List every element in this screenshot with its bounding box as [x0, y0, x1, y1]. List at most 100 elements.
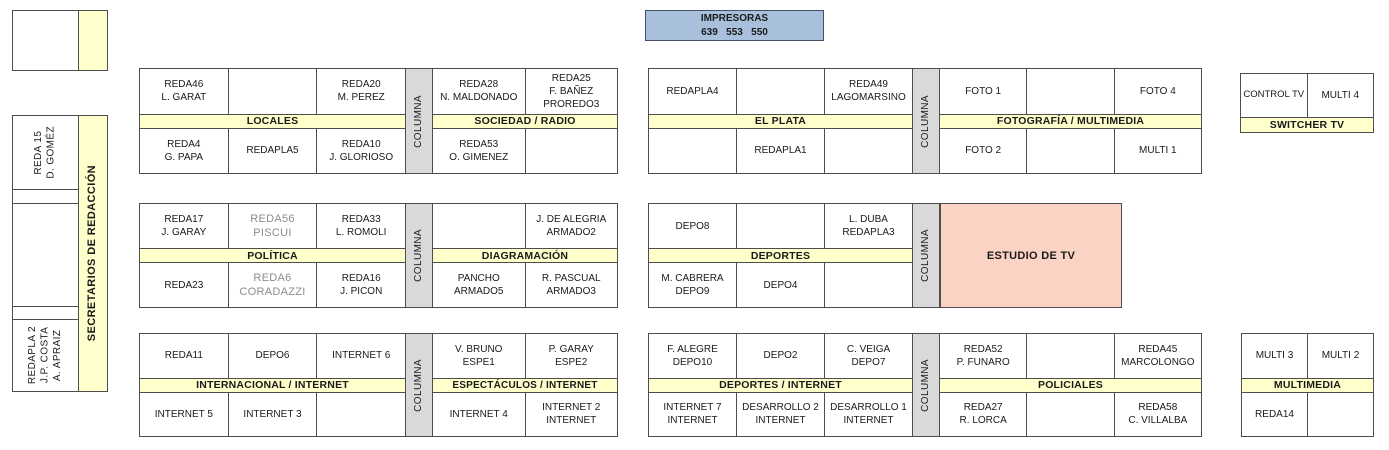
desk-row: REDA4 G. PAPA REDAPLA5 REDA10 J. GLORIOS…: [140, 128, 405, 173]
columna-label: COLUMNA: [919, 229, 931, 282]
desk-cell: [524, 128, 618, 173]
desk-cell: DEPO6: [227, 334, 317, 378]
desk-cell: [1026, 128, 1113, 173]
desk-cell: REDA45 MARCOLONGO: [1113, 334, 1201, 378]
block-locales: REDA46 L. GARAT REDA20 M. PEREZ LOCALES …: [139, 68, 406, 174]
desk-row: REDA17 J. GARAY REDA56 PISCUI REDA33 L. …: [140, 204, 405, 248]
desk-cell: J. DE ALEGRIA ARMADO2: [524, 204, 618, 248]
desk-label: REDAPLA 2 J.P. COSTA A. APRAIZ: [26, 326, 63, 385]
desk-row: M. CABRERA DEPO9 DEPO4: [649, 263, 912, 307]
desk-cell: DEPO4: [736, 263, 824, 307]
desk-cell: R. PASCUAL ARMADO3: [524, 263, 618, 307]
section-label: EL PLATA: [649, 113, 912, 129]
desk-cell: MULTI 1: [1113, 128, 1201, 173]
desk-cell: [1026, 334, 1113, 378]
empty-desk-box: [12, 203, 79, 307]
desk-cell: REDA6 CORADAZZI: [227, 263, 317, 307]
desk-cell: REDA 15 D. GOMÉZ: [12, 115, 79, 190]
desk-row: J. DE ALEGRIA ARMADO2: [433, 204, 617, 248]
desk-row: DEPO8 L. DUBA REDAPLA3: [649, 204, 912, 248]
desk-cell: [649, 129, 736, 174]
desk-cell: M. CABRERA DEPO9: [661, 273, 724, 297]
secretarios-label: SECRETARIOS DE REDACCIÓN: [86, 165, 99, 342]
block-multimedia: MULTI 3 MULTI 2 MULTIMEDIA REDA14: [1241, 333, 1374, 437]
block-diagramacion: J. DE ALEGRIA ARMADO2 DIAGRAMACIÓN PANCH…: [432, 203, 618, 308]
block-politica: REDA17 J. GARAY REDA56 PISCUI REDA33 L. …: [139, 203, 406, 308]
section-label: INTERNACIONAL / INTERNET: [140, 377, 405, 393]
section-label: POLÍTICA: [140, 248, 405, 263]
desk-cell: REDA28 N. MALDONADO: [440, 79, 518, 104]
desk-cell: REDA16 J. PICON: [316, 263, 405, 307]
columna-label: COLUMNA: [919, 358, 931, 412]
desk-row: REDA53 O. GIMENEZ: [433, 128, 618, 173]
printers-numbers: 639 553 550: [701, 26, 768, 38]
desk-cell: REDA46 L. GARAT: [161, 79, 207, 104]
desk-row: REDA46 L. GARAT REDA20 M. PEREZ: [140, 69, 405, 114]
section-label: POLICIALES: [940, 377, 1201, 393]
desk-cell: PANCHO ARMADO5: [454, 273, 504, 297]
desk-cell: INTERNET 6: [316, 334, 405, 378]
printers-title: IMPRESORAS: [700, 13, 769, 24]
desk-cell: REDA10 J. GLORIOSO: [316, 128, 405, 173]
desk-cell: V. BRUNO ESPE1: [455, 343, 503, 368]
desk-cell: [824, 128, 912, 173]
desk-cell: DEPO2: [736, 334, 824, 378]
desk-cell: REDAPLA5: [227, 128, 317, 173]
desk-cell: [1026, 392, 1113, 436]
block-deportes-internet: F. ALEGRE DEPO10 DEPO2 C. VEIGA DEPO7 DE…: [648, 333, 913, 437]
desk-cell: INTERNET 5: [154, 408, 213, 420]
desk-cell: REDA23: [164, 279, 204, 291]
desk-cell: [1307, 392, 1373, 436]
desk-cell: [824, 263, 912, 307]
desk-cell: REDA17 J. GARAY: [161, 214, 207, 238]
spacer-box: [12, 189, 79, 204]
desk-row: F. ALEGRE DEPO10 DEPO2 C. VEIGA DEPO7: [649, 334, 912, 378]
desk-row: FOTO 1 FOTO 4: [940, 69, 1201, 114]
desk-cell: REDAPLA 2 J.P. COSTA A. APRAIZ: [12, 319, 79, 392]
desk-cell: REDA56 PISCUI: [227, 204, 317, 248]
desk-cell: C. VEIGA DEPO7: [824, 334, 912, 378]
columna-bar: COLUMNA: [405, 68, 433, 174]
desk-cell: [433, 204, 525, 248]
desk-cell: REDA58 C. VILLALBA: [1113, 392, 1201, 436]
desk-cell: REDAPLA1: [736, 128, 824, 173]
desk-row: INTERNET 4 INTERNET 2 INTERNET: [433, 392, 618, 436]
desk-cell: REDAPLA4: [666, 85, 719, 97]
section-label: SWITCHER TV: [1241, 117, 1373, 132]
desk-cell: REDA52 P. FUNARO: [956, 343, 1010, 368]
columna-bar: COLUMNA: [912, 68, 940, 174]
desk-cell: REDA53 O. GIMENEZ: [449, 138, 509, 163]
desk-row: REDA52 P. FUNARO REDA45 MARCOLONGO: [940, 334, 1201, 378]
desk-cell: REDA27 R. LORCA: [959, 402, 1007, 427]
desk-cell: [227, 69, 317, 114]
desk-cell: [316, 392, 405, 436]
desk-cell: INTERNET 2 INTERNET: [524, 392, 618, 436]
desk-row: REDAPLA4 REDA49 LAGOMARSINO: [649, 69, 912, 114]
columna-label: COLUMNA: [412, 94, 424, 148]
desk-row: REDA28 N. MALDONADO REDA25 F. BAÑEZ PROR…: [433, 69, 617, 114]
desk-cell: MULTI 2: [1307, 334, 1373, 378]
desk-cell: REDA4 G. PAPA: [164, 138, 204, 163]
block-switcher-tv: CONTROL TV MULTI 4 SWITCHER TV: [1240, 73, 1374, 133]
desk-row: MULTI 3 MULTI 2: [1242, 334, 1373, 378]
desk-cell: L. DUBA REDAPLA3: [824, 204, 912, 248]
desk-cell: INTERNET 7 INTERNET: [663, 402, 722, 427]
section-label: ESPECTÁCULOS / INTERNET: [433, 377, 617, 393]
desk-row: PANCHO ARMADO5 R. PASCUAL ARMADO3: [433, 263, 617, 307]
section-label: LOCALES: [140, 113, 405, 129]
section-label: FOTOGRAFÍA / MULTIMEDIA: [940, 113, 1201, 129]
desk-row: FOTO 2 MULTI 1: [940, 128, 1201, 173]
secretarios-bar: SECRETARIOS DE REDACCIÓN: [78, 115, 108, 392]
section-label: DEPORTES / INTERNET: [649, 377, 912, 393]
desk-cell: MULTI 3: [1255, 350, 1294, 362]
spacer-box: [12, 306, 79, 320]
desk-row: CONTROL TV MULTI 4: [1241, 74, 1373, 117]
desk-label: REDA 15 D. GOMÉZ: [33, 126, 57, 179]
block-el-plata: REDAPLA4 REDA49 LAGOMARSINO EL PLATA RED…: [648, 68, 913, 174]
columna-label: COLUMNA: [412, 358, 424, 412]
desk-cell: REDA25 F. BAÑEZ PROREDO3: [524, 69, 618, 114]
desk-cell: REDA20 M. PEREZ: [316, 69, 405, 114]
desk-cell: REDA33 L. ROMOLI: [316, 204, 405, 248]
columna-bar: COLUMNA: [405, 203, 433, 308]
